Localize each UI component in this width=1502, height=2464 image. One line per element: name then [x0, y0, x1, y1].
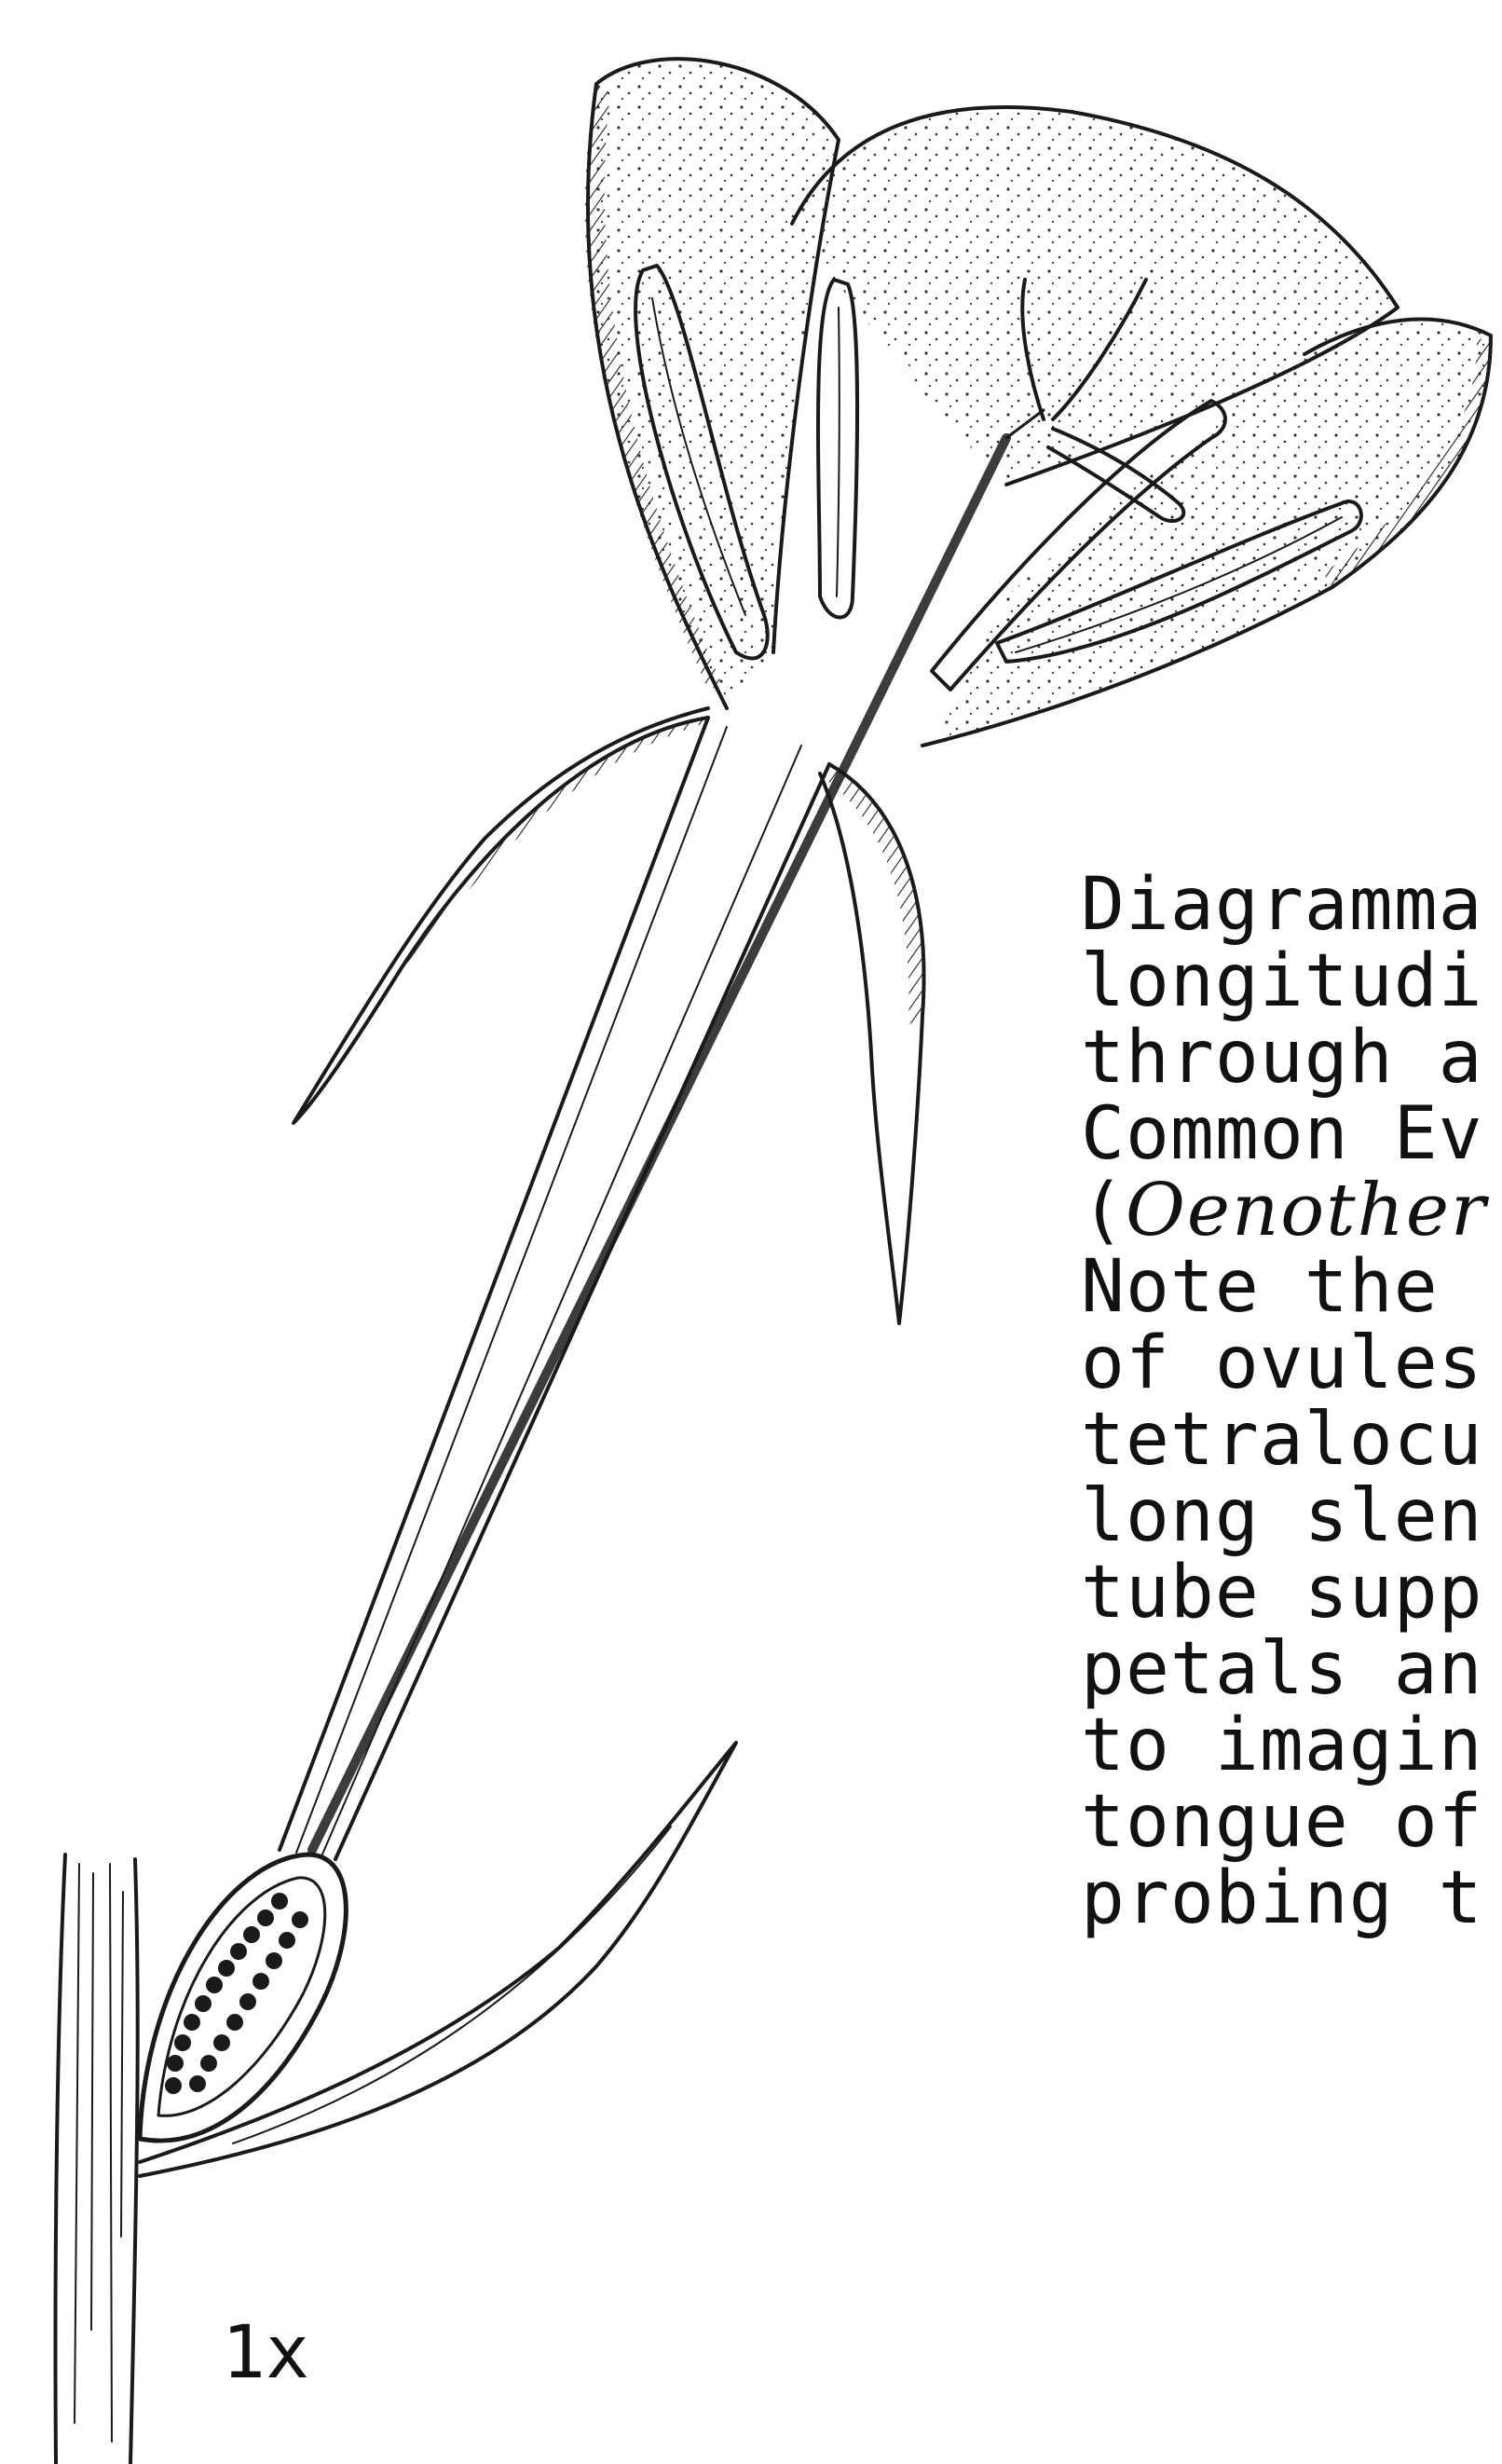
- caption-line: long slen: [1081, 1478, 1502, 1554]
- scale-label: 1x: [222, 2311, 309, 2395]
- figure-caption: Diagramma longitudi through a Common Ev …: [1081, 867, 1502, 2097]
- caption-line: tube supp: [1081, 1554, 1502, 1631]
- caption-line: through a: [1081, 1020, 1502, 1096]
- caption-line: longitudi: [1081, 943, 1502, 1020]
- caption-line: tetralocu: [1081, 1402, 1502, 1478]
- caption-line: probing t: [1081, 1860, 1502, 1937]
- caption-line: Note the: [1081, 1249, 1502, 1325]
- floral-tube: [280, 438, 1006, 1859]
- caption-line: of ovules: [1081, 1325, 1502, 1402]
- caption-line: petals an: [1081, 1631, 1502, 1707]
- open-paren: (: [1081, 1169, 1126, 1253]
- caption-line: to imagin: [1081, 1707, 1502, 1784]
- caption-line: tongue of: [1081, 1784, 1502, 1860]
- caption-line: Common Ev: [1081, 1096, 1502, 1172]
- caption-line-species: (Oenother: [1081, 1172, 1502, 1249]
- caption-line: Diagramma: [1081, 867, 1502, 943]
- ovary: [140, 1855, 346, 2141]
- sepals: [294, 708, 924, 1323]
- plant-stem: [55, 1855, 137, 2464]
- bract-leaf: [140, 1743, 736, 2176]
- species-name: Oenother: [1126, 1169, 1487, 1253]
